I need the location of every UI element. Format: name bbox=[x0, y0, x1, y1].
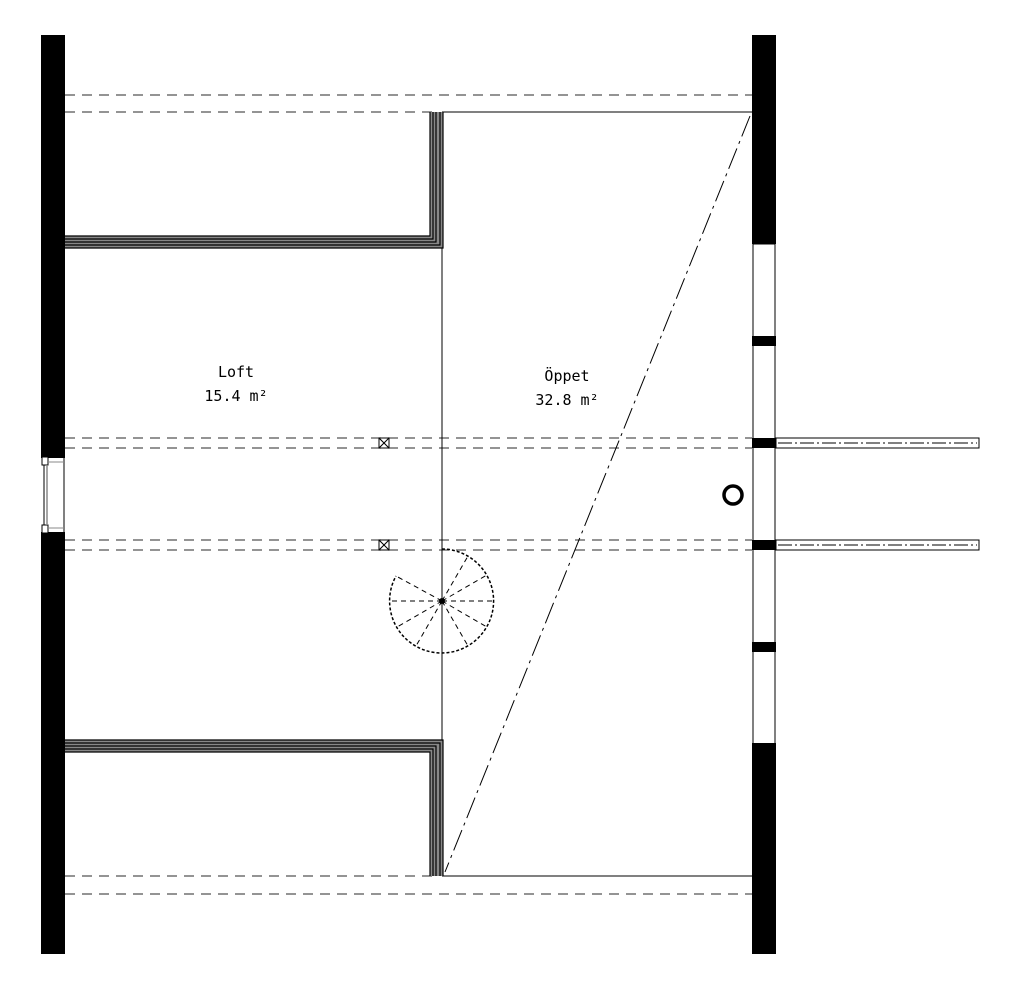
column-circle bbox=[722, 484, 744, 506]
dashed-beam-lines bbox=[65, 94, 752, 895]
post-marker bbox=[378, 539, 390, 551]
right-exterior-wall bbox=[752, 35, 776, 954]
spiral-staircase bbox=[388, 548, 495, 660]
open-area-outline bbox=[441, 111, 752, 877]
mullion bbox=[752, 336, 776, 346]
room-name-open: Öppet bbox=[544, 366, 589, 385]
post-marker bbox=[378, 437, 390, 449]
mullion bbox=[752, 540, 776, 550]
left-window bbox=[41, 456, 65, 534]
mullion bbox=[752, 438, 776, 448]
lower-knee-wall bbox=[65, 739, 444, 876]
room-area-open: 32.8 m² bbox=[535, 391, 598, 409]
room-name-loft: Loft bbox=[218, 363, 254, 381]
exterior-beams bbox=[775, 437, 980, 551]
left-exterior-wall bbox=[41, 35, 65, 954]
right-window-band bbox=[752, 243, 776, 743]
mullion bbox=[752, 642, 776, 652]
room-area-loft: 15.4 m² bbox=[204, 387, 267, 405]
upper-knee-wall bbox=[65, 112, 444, 249]
